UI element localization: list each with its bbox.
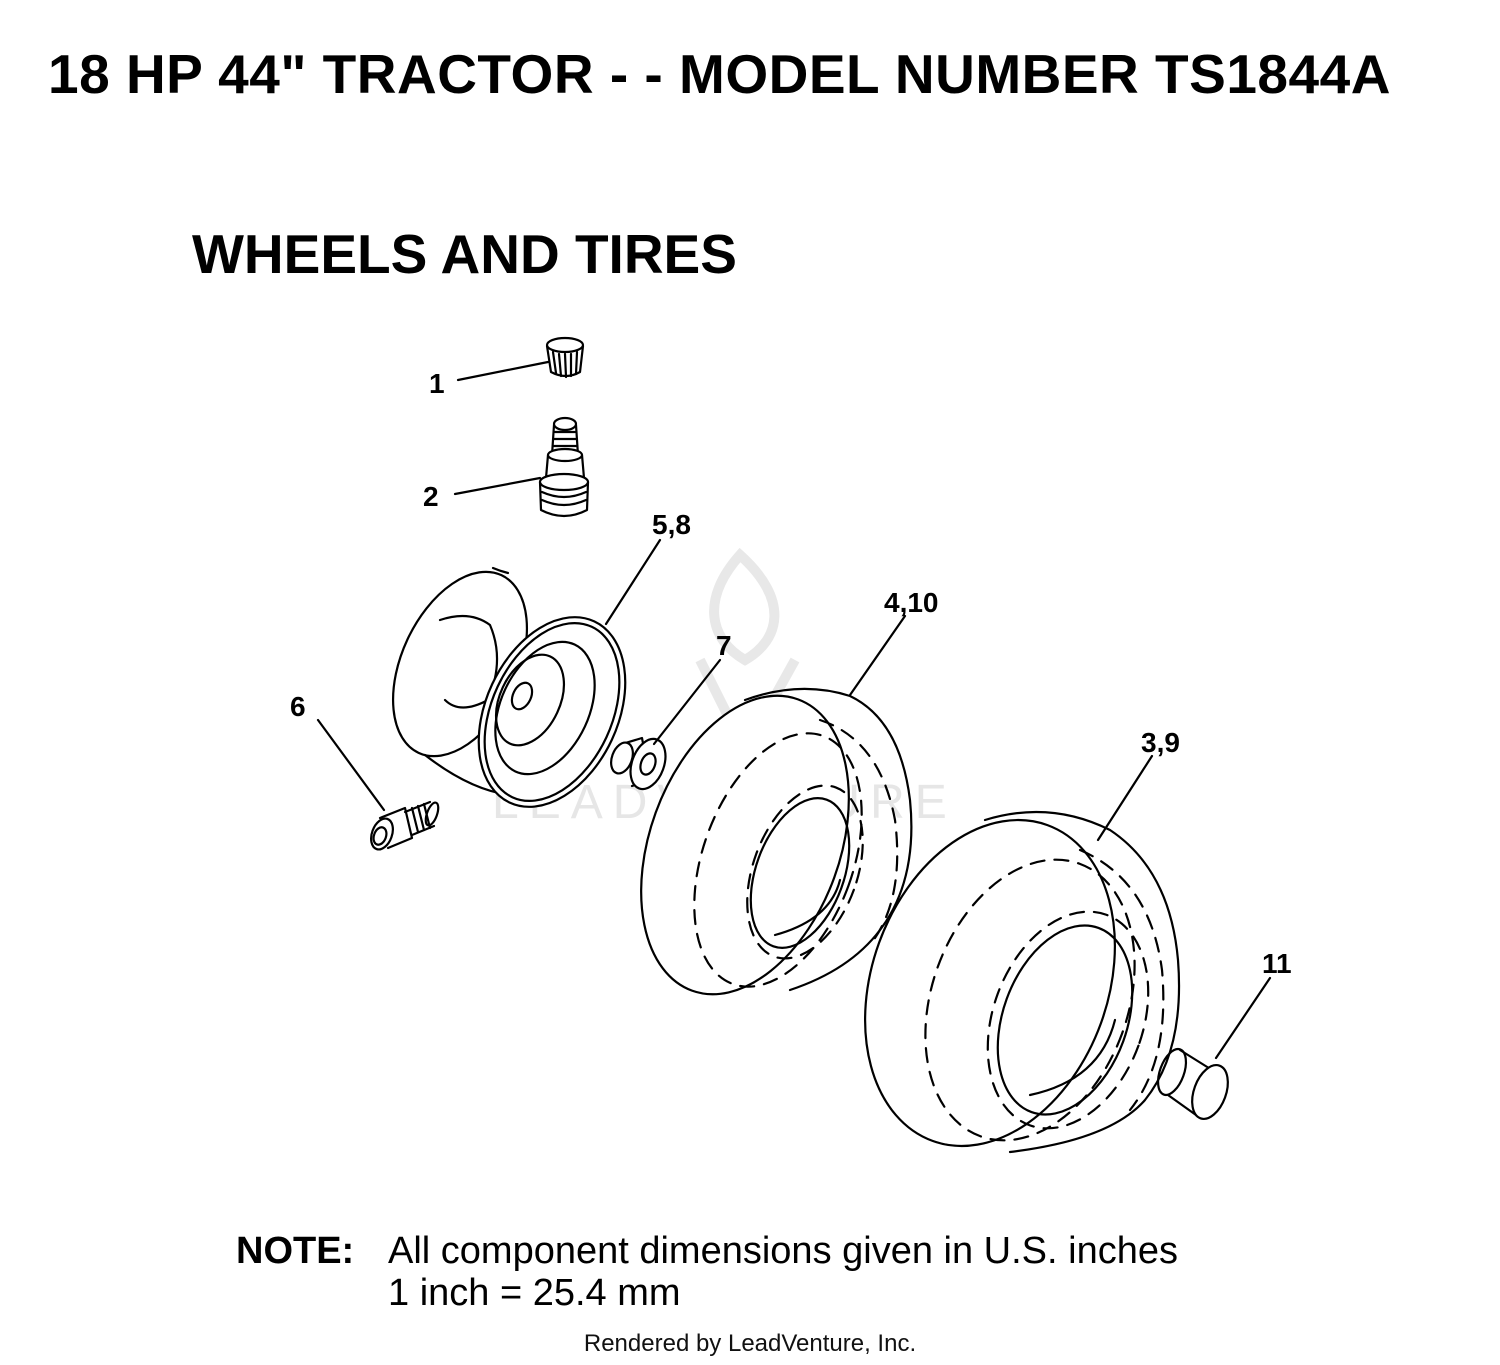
part-bushing[interactable] [607,734,672,794]
part-rim[interactable] [366,551,654,831]
section-title: WHEELS AND TIRES [192,223,737,285]
part-lug-bolt[interactable] [367,800,441,852]
part-front-tire[interactable] [603,667,913,1023]
page-title: 18 HP 44" TRACTOR - - MODEL NUMBER TS184… [48,43,1391,105]
callout-7: 7 [716,630,732,661]
part-spacer[interactable] [1153,1045,1235,1123]
note-label: NOTE: [236,1230,355,1272]
part-valve-cap[interactable] [545,336,585,379]
callout-3-9: 3,9 [1141,727,1180,758]
callout-2: 2 [423,481,439,512]
callout-labels: 1 2 5,8 4,10 7 6 3,9 11 [290,368,1292,979]
footer-credit: Rendered by LeadVenture, Inc. [583,1330,917,1357]
callout-4-10: 4,10 [884,587,939,618]
part-valve-stem[interactable] [538,416,590,518]
note-line-conversion: 1 inch = 25.4 mm [388,1272,681,1314]
note-text: All component dimensions given in U.S. i… [388,1230,1178,1314]
callout-5-8: 5,8 [652,509,691,540]
callout-6: 6 [290,691,306,722]
note-line-units: All component dimensions given in U.S. i… [388,1230,1178,1272]
leader-lines [316,360,1272,1060]
dimension-note: NOTE: All component dimensions given in U… [236,1230,1178,1314]
part-rear-tire[interactable] [822,785,1181,1181]
callout-1: 1 [429,368,445,399]
callout-11: 11 [1262,948,1292,979]
